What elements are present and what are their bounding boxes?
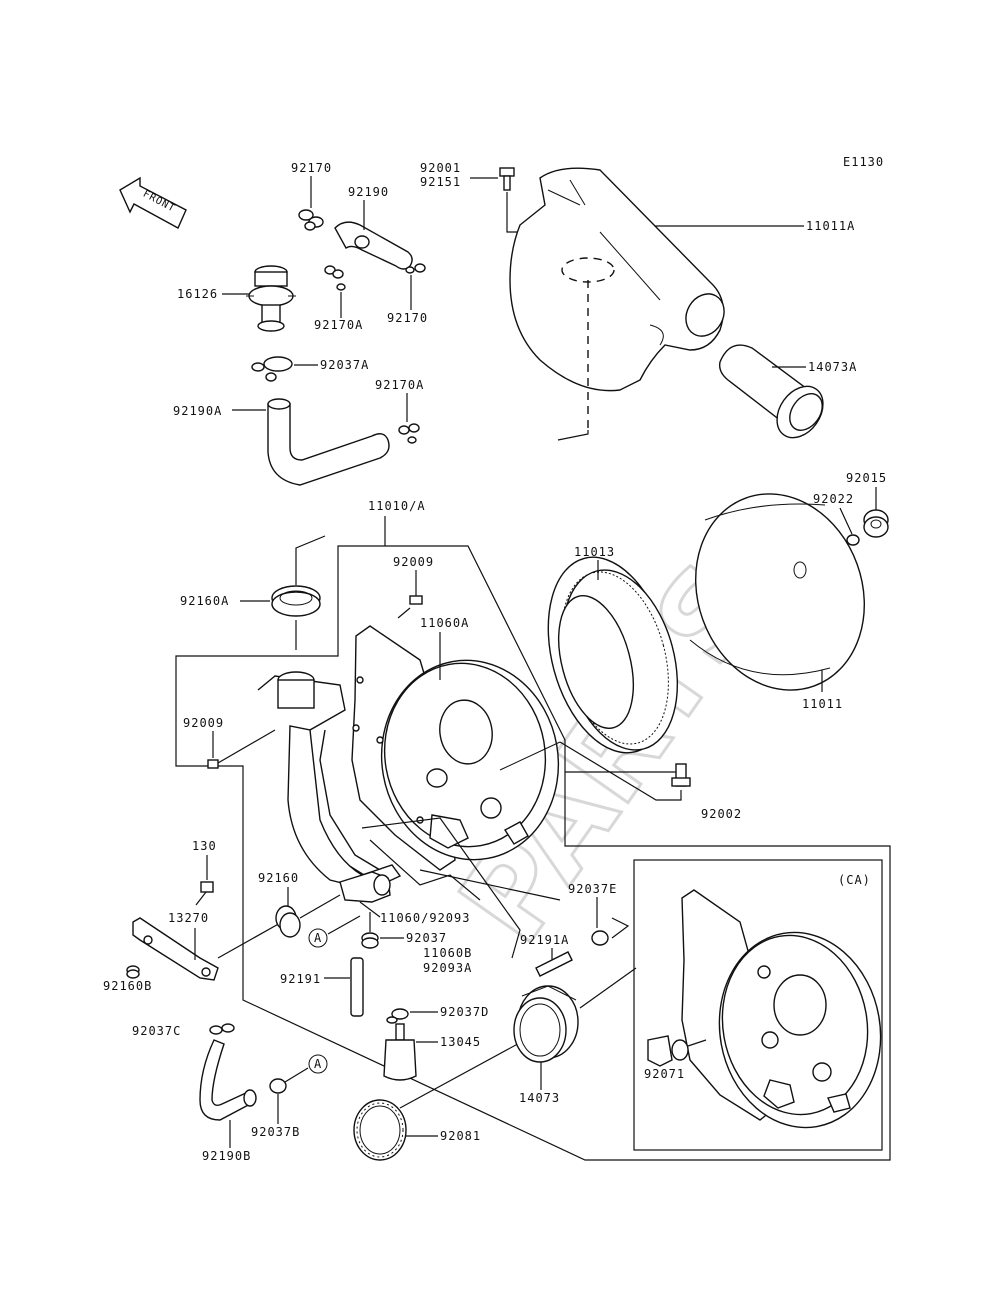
label-14073A: 14073A bbox=[808, 360, 857, 374]
nut-92015 bbox=[863, 509, 889, 538]
hose-92190 bbox=[334, 221, 413, 270]
label-92037A: 92037A bbox=[320, 358, 369, 372]
bolt-92002 bbox=[565, 763, 691, 787]
label-92022: 92022 bbox=[813, 492, 854, 506]
front-arrow-icon: FRONT bbox=[119, 176, 187, 229]
diagram-code: E1130 bbox=[843, 155, 884, 169]
label-92191: 92191 bbox=[280, 972, 321, 986]
label-92160A: 92160A bbox=[180, 594, 229, 608]
label-130: 130 bbox=[192, 839, 217, 853]
label-13045: 13045 bbox=[440, 1035, 481, 1049]
clip-92170A-mid bbox=[324, 265, 346, 291]
label-92093A: 92093A bbox=[423, 961, 472, 975]
hose-92190A bbox=[267, 398, 390, 486]
bolt-92009-top bbox=[397, 595, 423, 619]
label-92190: 92190 bbox=[348, 185, 389, 199]
duct-14073A bbox=[718, 344, 824, 439]
bolt-92009-left bbox=[207, 729, 276, 769]
duct-14073 bbox=[513, 985, 579, 1063]
cover-11011A bbox=[509, 167, 725, 430]
label-92001: 92001 bbox=[420, 161, 461, 175]
housing-ca-variant bbox=[681, 889, 882, 1129]
label-92009-top: 92009 bbox=[393, 555, 434, 569]
bolt-130 bbox=[195, 881, 214, 906]
bolt-92001 bbox=[499, 167, 515, 191]
label-92160B: 92160B bbox=[103, 979, 152, 993]
ring-92081 bbox=[353, 1099, 407, 1161]
label-92170A-mid: 92170A bbox=[314, 318, 363, 332]
label-92191A: 92191A bbox=[520, 933, 569, 947]
callout-circle-A-lower bbox=[308, 1054, 328, 1074]
label-92151: 92151 bbox=[420, 175, 461, 189]
fitting-92071 bbox=[647, 1035, 707, 1067]
label-92170A-low: 92170A bbox=[375, 378, 424, 392]
grommet-92160 bbox=[275, 905, 301, 938]
filter-11013 bbox=[547, 556, 679, 754]
tube-92191 bbox=[350, 957, 364, 1017]
clip-92170A-low bbox=[398, 423, 420, 444]
label-92037C: 92037C bbox=[132, 1024, 181, 1038]
label-92190A: 92190A bbox=[173, 404, 222, 418]
clamp-92037E bbox=[591, 930, 609, 946]
label-92009-left: 92009 bbox=[183, 716, 224, 730]
label-92037D: 92037D bbox=[440, 1005, 489, 1019]
bracket-13270 bbox=[132, 917, 219, 981]
label-92015: 92015 bbox=[846, 471, 887, 485]
label-11011: 11011 bbox=[802, 697, 843, 711]
label-92002: 92002 bbox=[701, 807, 742, 821]
housing-11060A bbox=[351, 625, 560, 871]
cover-11011 bbox=[689, 493, 866, 691]
label-92170-top: 92170 bbox=[291, 161, 332, 175]
clip-92037C bbox=[209, 1023, 235, 1035]
intake-tube bbox=[257, 671, 402, 891]
pin-92191A bbox=[535, 951, 573, 977]
callout-circle-A-upper bbox=[308, 928, 328, 948]
callout-marker-A-upper: A bbox=[314, 931, 322, 945]
label-92190B: 92190B bbox=[202, 1149, 251, 1163]
washer-92022 bbox=[846, 534, 860, 546]
label-11011A: 11011A bbox=[806, 219, 855, 233]
label-11060B: 11060B bbox=[423, 946, 472, 960]
clip-92170-mid bbox=[405, 263, 426, 274]
clip-92037D bbox=[386, 1008, 409, 1024]
label-11013: 11013 bbox=[574, 545, 615, 559]
label-14073: 14073 bbox=[519, 1091, 560, 1105]
seal-92160A bbox=[271, 585, 321, 617]
label-92081: 92081 bbox=[440, 1129, 481, 1143]
clip-92170-top bbox=[298, 209, 324, 231]
clip-92037B bbox=[269, 1078, 287, 1094]
ca-box-label: (CA) bbox=[838, 873, 871, 887]
label-92160: 92160 bbox=[258, 871, 299, 885]
label-92037E: 92037E bbox=[568, 882, 617, 896]
label-11060-92093: 11060/92093 bbox=[380, 911, 470, 925]
drain-13045 bbox=[383, 1023, 417, 1081]
label-92071: 92071 bbox=[644, 1067, 685, 1081]
cap-92037 bbox=[361, 932, 379, 949]
label-16126: 16126 bbox=[177, 287, 218, 301]
label-11010A: 11010/A bbox=[368, 499, 426, 513]
label-92037B: 92037B bbox=[251, 1125, 300, 1139]
label-92170-mid: 92170 bbox=[387, 311, 428, 325]
grommet-92160B bbox=[126, 965, 140, 979]
label-92037: 92037 bbox=[406, 931, 447, 945]
label-13270: 13270 bbox=[168, 911, 209, 925]
clip-92037A bbox=[251, 356, 293, 382]
fitting-11060-92093 bbox=[339, 871, 391, 903]
hose-92190B bbox=[199, 1039, 257, 1121]
callout-marker-A-lower: A bbox=[314, 1057, 322, 1071]
ca-inset-box bbox=[633, 859, 883, 1151]
valve-16126 bbox=[246, 265, 296, 332]
label-11060A: 11060A bbox=[420, 616, 469, 630]
